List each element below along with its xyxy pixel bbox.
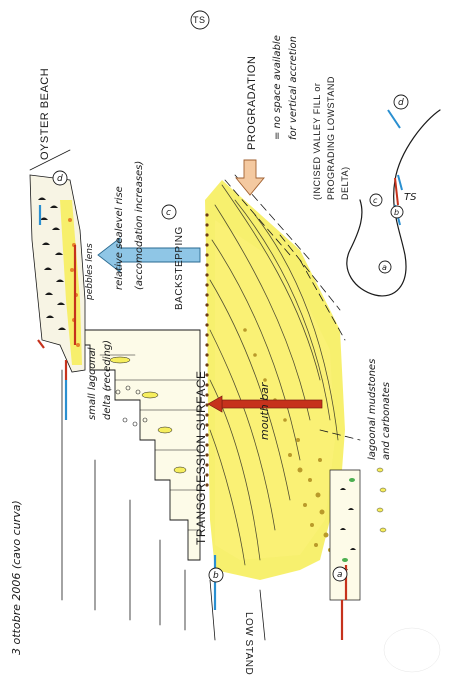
marker-a-circle xyxy=(332,566,348,582)
ts-circle-label: TS xyxy=(193,15,206,25)
marker-c-circle xyxy=(161,204,177,220)
marker-a: a xyxy=(337,570,343,580)
marker-lines xyxy=(37,205,348,640)
strata-lines xyxy=(29,149,266,641)
cross-section xyxy=(29,149,387,641)
marker-d-circle-left xyxy=(52,170,68,186)
oyster-beach-unit xyxy=(29,174,86,373)
label-oyster-beach: OYSTER BEACH xyxy=(39,68,51,160)
label-accommodation: (accomodation increases) xyxy=(134,161,145,290)
label-transgression-surface: TRANSGRESSION SURFACE xyxy=(194,370,208,545)
marker-c: c xyxy=(166,208,171,218)
label-low-stand: LOW STAND xyxy=(243,612,254,675)
label-delta-receding: delta (receding) xyxy=(102,340,113,420)
transgression-surface-line xyxy=(205,213,209,487)
curve-marker-b xyxy=(390,205,404,219)
marker-circles xyxy=(52,10,409,583)
corner-white-blob xyxy=(383,627,441,673)
label-pebbles-lens: pebbles lens xyxy=(85,243,95,301)
curve-marker-d xyxy=(393,94,409,110)
marker-b-circle xyxy=(208,567,224,583)
backstepping-arrow xyxy=(97,237,201,273)
label-no-space: = no space available xyxy=(272,35,283,140)
label-small-lagoonal: small lagoonal xyxy=(87,347,98,420)
curve-label-a: a xyxy=(382,263,387,272)
marker-b: b xyxy=(213,571,219,581)
label-mouth-bar: mouth bar xyxy=(258,381,271,440)
rotated-labels: OYSTER BEACH pebbles lens relative seale… xyxy=(10,35,392,675)
clinoform-lines xyxy=(209,184,339,566)
mouth-bar-arrow xyxy=(207,395,323,413)
curve-label-d: d xyxy=(398,98,404,108)
label-relative-sealevel: relative sealevel rise xyxy=(114,186,125,290)
label-date-note: 3 ottobre 2006 (cavo curva) xyxy=(10,500,23,655)
marker-letters: d c b a d c b a TS TS xyxy=(57,15,417,581)
backstepping-units xyxy=(59,329,201,561)
label-progradation: PROGRADATION xyxy=(246,56,258,150)
ts-circle xyxy=(190,10,210,30)
label-backstepping: BACKSTEPPING xyxy=(174,226,185,310)
curve-ts-label: TS xyxy=(404,192,417,203)
progradation-arrow xyxy=(235,159,265,196)
curve-label-c: c xyxy=(373,196,378,205)
label-and-carbonates: and carbonates xyxy=(381,382,392,460)
label-incised-valley: (INCISED VALLEY FILL or xyxy=(312,83,322,200)
marker-d-left: d xyxy=(57,174,63,184)
curve-marker-a xyxy=(378,260,392,274)
label-lagoonal-mudstones: lagoonal mudstones xyxy=(367,359,378,460)
curve-label-b: b xyxy=(394,208,399,217)
label-prograding-delta: PROGRADING LOWSTAND xyxy=(326,76,336,200)
delta-inner-fill xyxy=(215,220,335,560)
curve-marker-c xyxy=(369,193,383,207)
label-vertical-accretion: for vertical accretion xyxy=(288,36,299,140)
label-delta: DELTA) xyxy=(340,166,350,200)
